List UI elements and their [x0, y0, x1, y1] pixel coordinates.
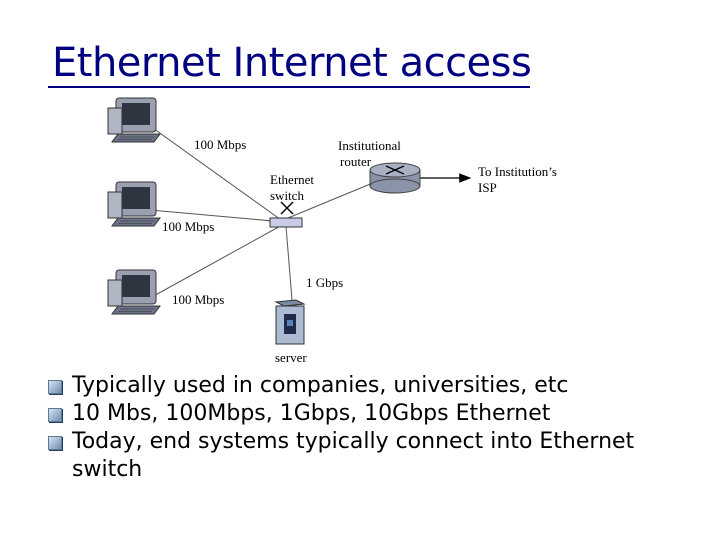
switch-label: switch [270, 188, 304, 203]
link-server-switch [285, 225, 293, 301]
slide-title: Ethernet Internet access [52, 40, 532, 86]
bullet-item: Today, end systems typically connect int… [46, 428, 706, 484]
link-pc3-switch [149, 223, 285, 299]
switch-label: Ethernet [270, 172, 314, 187]
link-speed-label: 100 Mbps [194, 137, 246, 152]
router-icon [369, 162, 421, 194]
router-label: Institutional [338, 138, 401, 153]
link-speed-label: 100 Mbps [172, 292, 224, 307]
bullet-icon [48, 380, 62, 394]
link-speed-label: 100 Mbps [162, 219, 214, 234]
computer-icon [107, 269, 161, 315]
router-label: router [340, 154, 372, 169]
link-pc1-switch [149, 125, 285, 223]
links [149, 125, 381, 301]
ethernet-switch-icon [269, 201, 303, 228]
bullet-icon [48, 436, 62, 450]
title-underline [48, 86, 530, 88]
bullet-text: 10 Mbs, 100Mbps, 1Gbps, 10Gbps Ethernet [72, 401, 551, 426]
bullet-item: 10 Mbs, 100Mbps, 1Gbps, 10Gbps Ethernet [46, 400, 706, 428]
bullet-icon [48, 408, 62, 422]
bullet-list: Typically used in companies, universitie… [46, 372, 706, 484]
link-switch-router [287, 179, 381, 219]
server-icon [274, 299, 306, 345]
link-speed-label: 1 Gbps [306, 275, 343, 290]
isp-label: To Institution’s [478, 164, 557, 179]
server-label: server [275, 350, 307, 365]
computer-icon [107, 181, 161, 227]
isp-label: ISP [478, 180, 497, 195]
link-pc2-switch [149, 209, 285, 223]
bullet-text: Typically used in companies, universitie… [72, 373, 569, 398]
bullet-text: Today, end systems typically connect int… [72, 429, 635, 482]
computer-icon [107, 97, 161, 143]
bullet-item: Typically used in companies, universitie… [46, 372, 706, 400]
